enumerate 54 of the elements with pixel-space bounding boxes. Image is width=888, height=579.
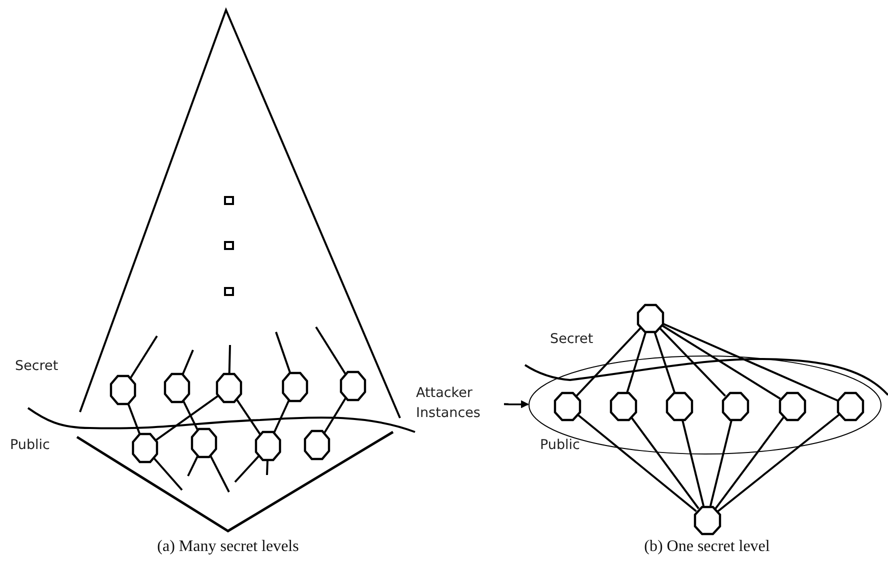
octagon-node bbox=[636, 304, 664, 332]
connector-line bbox=[626, 331, 647, 393]
attacker-label: Attacker Instances bbox=[416, 384, 482, 423]
connector-line bbox=[187, 456, 199, 476]
octagon-node bbox=[164, 373, 190, 403]
octagon-node bbox=[132, 433, 158, 463]
connector-line bbox=[155, 395, 219, 441]
octagon-node bbox=[778, 392, 806, 420]
group-ellipse bbox=[528, 355, 882, 455]
subfigure-caption: (b) One secret level bbox=[644, 538, 770, 556]
connector-line bbox=[273, 400, 290, 434]
connector-line bbox=[130, 335, 158, 378]
octagon-node bbox=[304, 430, 330, 460]
public-label: Public bbox=[10, 437, 50, 453]
connector-line bbox=[659, 327, 726, 397]
connector-line bbox=[709, 420, 733, 506]
octagon-node bbox=[191, 428, 217, 458]
connector-line bbox=[661, 324, 781, 400]
octagon-node bbox=[610, 392, 636, 420]
secret-label: Secret bbox=[550, 331, 594, 347]
connector-line bbox=[266, 460, 268, 476]
connector-line bbox=[630, 416, 700, 510]
connector-line bbox=[182, 350, 194, 375]
octagon-node bbox=[836, 392, 864, 420]
connector-line bbox=[681, 420, 705, 506]
connector-line bbox=[275, 332, 292, 374]
connector-line bbox=[127, 403, 141, 435]
octagon-node bbox=[110, 375, 136, 405]
connector-line bbox=[228, 344, 231, 374]
public-label: Public bbox=[540, 437, 580, 453]
connector-line bbox=[577, 414, 697, 512]
connector-line bbox=[210, 455, 230, 492]
arrow bbox=[504, 400, 530, 408]
connector-line bbox=[154, 458, 183, 491]
octagon-node bbox=[216, 373, 242, 403]
connector-line bbox=[714, 416, 784, 510]
subfigure-caption: (a) Many secret levels bbox=[157, 538, 299, 556]
octagon-node bbox=[282, 372, 308, 402]
connector-line bbox=[662, 322, 838, 402]
octagon-node bbox=[340, 371, 366, 401]
octagon-node bbox=[722, 392, 748, 420]
connector-line bbox=[654, 331, 676, 393]
connector-line bbox=[236, 399, 261, 435]
connector-line bbox=[182, 400, 198, 430]
connector-line bbox=[315, 326, 346, 374]
octagon-node bbox=[255, 431, 281, 461]
connector-line bbox=[234, 456, 260, 483]
octagon-node bbox=[694, 506, 720, 534]
connector-line bbox=[717, 414, 840, 512]
octagon-node bbox=[666, 392, 692, 420]
secret-label: Secret bbox=[15, 358, 58, 374]
connector-line bbox=[576, 328, 642, 396]
octagon-node bbox=[554, 392, 580, 420]
connector-line bbox=[324, 398, 346, 434]
